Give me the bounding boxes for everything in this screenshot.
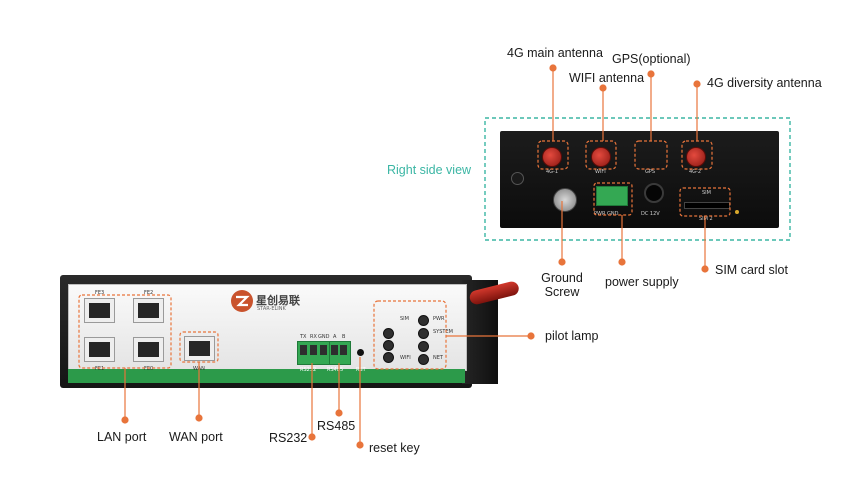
callout-power-supply: power supply (605, 275, 679, 289)
dc-jack-icon (644, 183, 664, 203)
wan-port (184, 336, 215, 361)
callout-wan-port: WAN port (169, 430, 223, 444)
dc-jack-label: DC 12V (641, 211, 660, 217)
lamp-label-system: SYSTEM (433, 329, 453, 335)
ground-screw-icon (553, 188, 577, 212)
callout-reset-key: reset key (369, 441, 420, 455)
lan-port-fe0 (133, 337, 164, 362)
label-rs232: RS232 (300, 367, 317, 373)
lamp-label-net: NET (433, 355, 443, 361)
callout-rs232: RS232 (269, 431, 308, 445)
callout-lan-port: LAN port (97, 430, 147, 444)
brand-logo-icon (231, 290, 253, 312)
sim-label-top: SIM (702, 190, 711, 196)
power-terminal (596, 186, 628, 206)
antenna-wifi (591, 147, 611, 167)
callout-pilot-lamp: pilot lamp (545, 329, 599, 343)
lan-port-fe1 (84, 337, 115, 362)
brand-en: STAR-ELINK (257, 306, 286, 312)
reset-button[interactable] (357, 349, 364, 356)
mount-hole (511, 172, 524, 185)
label-gps: GPS (645, 169, 656, 175)
port-label-fe3: FE3 (95, 290, 105, 296)
pin-1 (300, 345, 307, 355)
brand-cn: 星创易联 (256, 294, 300, 307)
pin-label-b: B (342, 334, 346, 340)
lamp-5 (418, 328, 429, 339)
callout-wifi-antenna: WIFI antenna (569, 71, 645, 85)
callout-gps: GPS(optional) (612, 52, 691, 66)
label-rs485: RS485 (327, 367, 344, 373)
pin-4 (331, 345, 338, 355)
sim-label-bottom: SIM 2 (699, 216, 713, 222)
callout-sim-slot: SIM card slot (715, 263, 788, 277)
led-dot (735, 210, 739, 214)
side-view-title: Right side view (387, 163, 472, 177)
callout-rs485: RS485 (317, 419, 356, 433)
pin-label-rx: RX (310, 334, 317, 340)
callout-main-antenna: 4G main antenna (507, 46, 603, 60)
lamp-2 (383, 340, 394, 351)
port-label-fe1: FE1 (95, 366, 105, 372)
lamp-label-sim: SIM (400, 316, 409, 322)
pin-5 (340, 345, 347, 355)
label-4g-2: 4G-2 (689, 169, 702, 175)
pin-2 (310, 345, 317, 355)
antenna-4g-diversity (686, 147, 706, 167)
lan-port-fe3 (84, 298, 115, 323)
label-4g-1: 4G-1 (546, 169, 559, 175)
side-view-panel: 4G-1 WIFI GPS 4G-2 PWR GND DC 12V SIM SI… (500, 131, 779, 228)
lamp-label-pwr: PWR (433, 316, 445, 322)
sim-slot (684, 202, 730, 209)
pin-label-a: A (333, 334, 337, 340)
power-terminal-label: PWR GND (594, 211, 619, 217)
pin-label-tx: TX (300, 334, 307, 340)
port-label-fe0: FE0 (144, 366, 154, 372)
callout-ground-screw: Ground Screw (541, 271, 583, 299)
label-rst: RST (356, 367, 366, 373)
pin-3 (320, 345, 327, 355)
router-green-strip (68, 369, 465, 383)
lamp-6 (418, 341, 429, 352)
pin-label-gnd: GND (318, 334, 330, 340)
label-wifi: WIFI (595, 169, 606, 175)
lamp-1 (383, 328, 394, 339)
lamp-4 (418, 315, 429, 326)
callout-diversity-antenna: 4G diversity antenna (707, 76, 822, 90)
lamp-3 (383, 352, 394, 363)
lamp-7 (418, 354, 429, 365)
port-label-fe2: FE2 (144, 290, 154, 296)
lamp-label-wifi: WIFI (400, 355, 411, 361)
lan-port-fe2 (133, 298, 164, 323)
antenna-4g-main (542, 147, 562, 167)
